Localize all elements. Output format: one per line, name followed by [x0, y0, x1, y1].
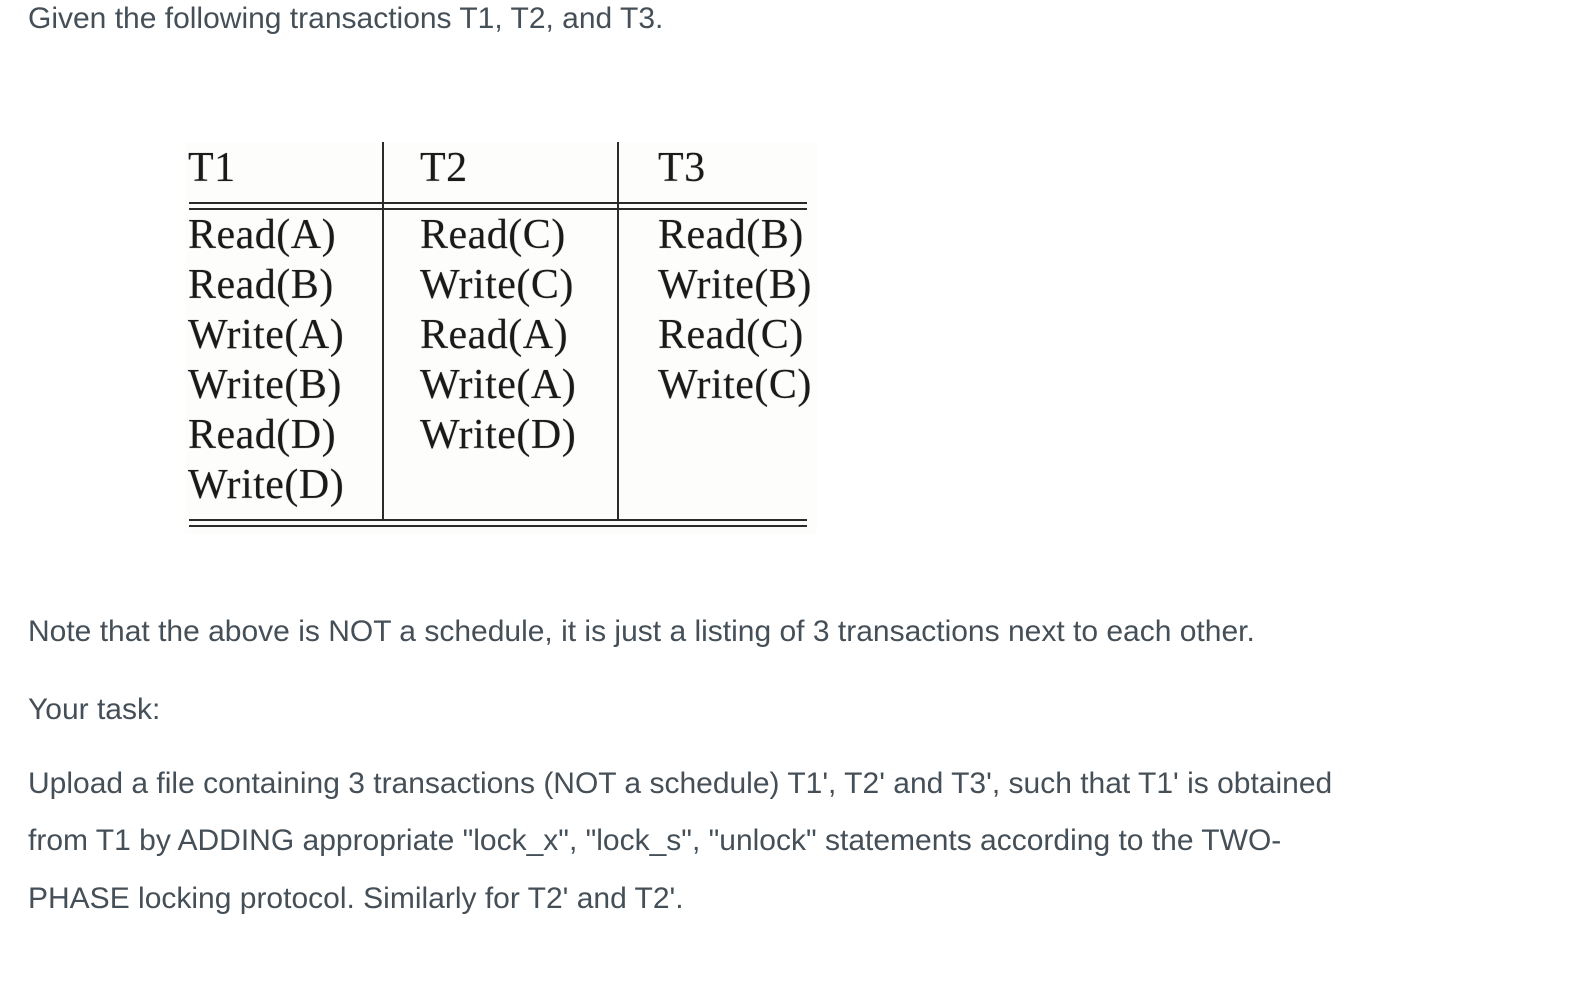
task-body-line-2: from T1 by ADDING appropriate "lock_x", …: [28, 824, 1282, 858]
table-col-t1-ops: Read(A) Read(B) Write(A) Write(B) Read(D…: [188, 210, 344, 510]
transactions-table-image: T1 T2 T3 Read(A) Read(B) Write(A) Write(…: [185, 142, 817, 534]
t3-op-1: Read(B): [658, 212, 804, 258]
t1-op-2: Read(B): [188, 262, 334, 308]
t1-op-6: Write(D): [188, 462, 345, 508]
task-body: Upload a file containing 3 transactions …: [28, 755, 1332, 927]
task-body-line-1: Upload a file containing 3 transactions …: [28, 767, 1333, 800]
table-header-double-rule: [189, 202, 807, 210]
t3-op-3: Read(C): [658, 312, 804, 358]
t2-op-5: Write(D): [420, 412, 577, 458]
table-bottom-double-rule: [189, 519, 807, 527]
table-column-divider-2: [617, 142, 619, 520]
table-col-t2-ops: Read(C) Write(C) Read(A) Write(A) Write(…: [420, 210, 576, 460]
t1-op-5: Read(D): [188, 412, 337, 458]
t3-op-4: Write(C): [658, 362, 812, 408]
t2-op-1: Read(C): [420, 212, 566, 258]
t1-op-4: Write(B): [188, 362, 342, 408]
task-body-line-3: PHASE locking protocol. Similarly for T2…: [28, 881, 684, 915]
t2-op-2: Write(C): [420, 262, 574, 308]
intro-text: Given the following transactions T1, T2,…: [28, 2, 664, 35]
table-column-divider-1: [382, 142, 384, 520]
note-text: Note that the above is NOT a schedule, i…: [28, 615, 1255, 648]
t3-op-2: Write(B): [658, 262, 812, 308]
t1-op-3: Write(A): [188, 312, 345, 358]
t2-op-3: Read(A): [420, 312, 569, 358]
task-label: Your task:: [28, 693, 161, 726]
table-header-t1: T1: [188, 145, 236, 191]
table-header-t3: T3: [658, 145, 706, 191]
table-col-t3-ops: Read(B) Write(B) Read(C) Write(C): [658, 210, 812, 410]
t1-op-1: Read(A): [188, 212, 337, 258]
t2-op-4: Write(A): [420, 362, 577, 408]
table-header-t2: T2: [420, 145, 468, 191]
